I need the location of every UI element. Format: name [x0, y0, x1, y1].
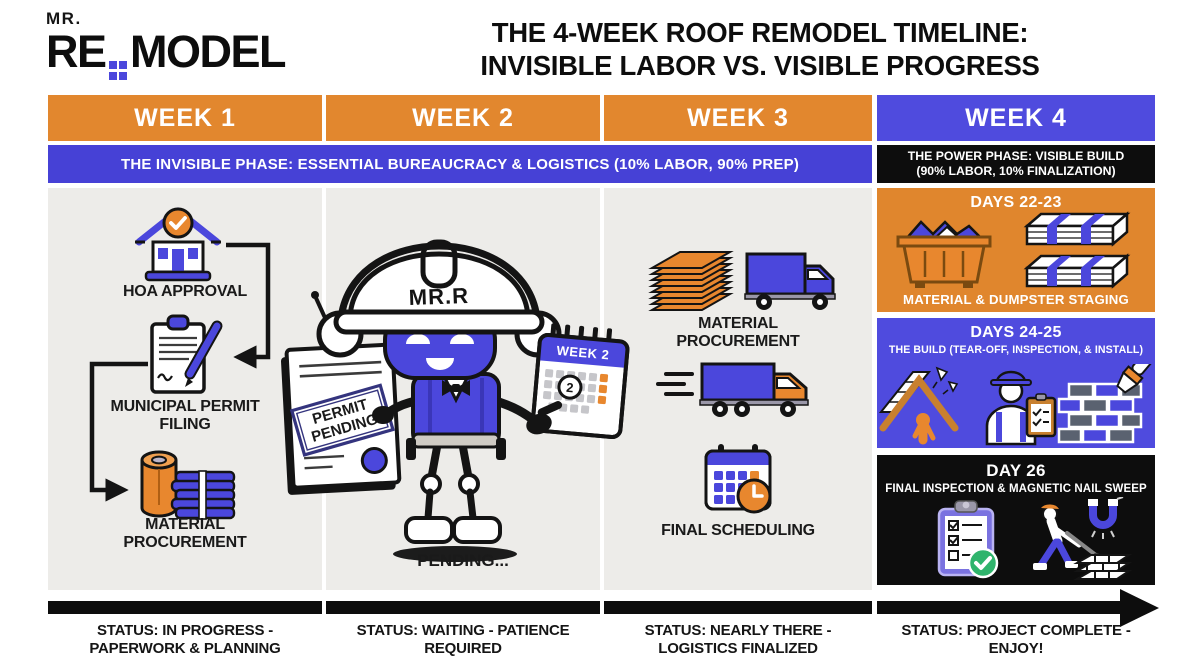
material-procurement-label-w1: MATERIAL PROCUREMENT	[123, 516, 247, 551]
sheet-stack-icon	[648, 251, 734, 311]
pending-caption: PENDING...	[417, 551, 509, 570]
status-week3: STATUS: NEARLY THERE - LOGISTICS FINALIZ…	[644, 622, 832, 657]
roof-tearoff-icon	[878, 366, 959, 445]
dumpster-icon	[896, 220, 992, 288]
week1-header: WEEK 1	[48, 95, 322, 141]
status-week2: STATUS: WAITING - PATIENCE REQUIRED	[356, 622, 570, 657]
timeline-bar-week2	[326, 601, 600, 614]
brand-mr: MR.	[46, 9, 82, 28]
title-line1: THE 4-WEEK ROOF REMODEL TIMELINE:	[491, 17, 1029, 48]
staging-box: DAYS 22-23	[877, 188, 1155, 312]
material-roll-icon	[140, 450, 236, 520]
delivery-truck-icon	[656, 362, 809, 417]
final-day: DAY 26	[986, 461, 1046, 480]
calendar-clock-icon	[704, 444, 772, 514]
mascot-legs	[404, 438, 502, 544]
inspector-icon	[985, 370, 1057, 446]
week3-header: WEEK 3	[604, 95, 872, 141]
timeline-bar-week3	[604, 601, 872, 614]
staging-days: DAYS 22-23	[970, 194, 1062, 211]
mascot-pointing-hand	[526, 401, 563, 435]
box-truck-icon	[744, 252, 836, 310]
brand-logo: MR. RE MODEL	[46, 9, 287, 80]
brick-install-icon	[1057, 364, 1154, 444]
hoa-approval-label: HOA APPROVAL	[122, 283, 248, 300]
status-week1: STATUS: IN PROGRESS - PAPERWORK & PLANNI…	[89, 622, 281, 657]
mascot-head: MR.R	[311, 239, 562, 380]
title-line2: INVISIBLE LABOR VS. VISIBLE PROGRESS	[480, 50, 1040, 81]
mascot-vest	[406, 372, 506, 460]
sweeping-worker	[1033, 504, 1111, 570]
flow-arrow-icon	[226, 242, 271, 369]
calendar-title: WEEK 2	[556, 343, 610, 363]
arrow-right-icon	[1120, 589, 1159, 627]
mascot-left-hand	[372, 406, 394, 424]
permit-clipboard-icon	[150, 314, 223, 394]
inspection-checklist-icon	[937, 500, 999, 579]
week1-flow-diagram	[89, 207, 271, 520]
power-phase-banner: THE POWER PHASE: VISIBLE BUILD (90% LABO…	[877, 145, 1155, 183]
mascot-robot-icon: PERMIT PENDING	[280, 239, 630, 562]
build-icons	[878, 364, 1154, 446]
mascot-shadow	[393, 546, 517, 562]
magnetic-sweep-icon	[1033, 497, 1133, 580]
page-title: THE 4-WEEK ROOF REMODEL TIMELINE: INVISI…	[340, 16, 1180, 82]
status-week4: STATUS: PROJECT COMPLETE - ENJOY!	[901, 622, 1131, 657]
power-phase-line2: (90% LABOR, 10% FINALIZATION)	[916, 164, 1116, 178]
brand-name: RE MODEL	[46, 26, 287, 80]
week2-header: WEEK 2	[326, 95, 600, 141]
brand-model: MODEL	[130, 26, 287, 77]
final-subtitle: FINAL INSPECTION & MAGNETIC NAIL SWEEP	[885, 483, 1147, 495]
invisible-phase-banner: THE INVISIBLE PHASE: ESSENTIAL BUREAUCRA…	[48, 145, 872, 183]
final-scheduling-label: FINAL SCHEDULING	[661, 522, 815, 539]
week4-header: WEEK 4	[877, 95, 1155, 141]
timeline-bar-week1	[48, 601, 322, 614]
final-box: DAY 26 FINAL INSPECTION & MAGNETIC NAIL …	[877, 455, 1155, 585]
house-approved-icon	[135, 207, 221, 282]
magnet-icon	[1088, 497, 1124, 539]
calendar-day: 2	[566, 380, 575, 396]
timeline-bar-week4	[877, 601, 1121, 614]
build-box: DAYS 24-25 THE BUILD (TEAR-OFF, INSPECTI…	[877, 318, 1155, 448]
flow-arrow-icon	[89, 361, 148, 502]
material-procurement-label-w3: MATERIAL PROCUREMENT	[676, 315, 800, 350]
power-phase-line1: THE POWER PHASE: VISIBLE BUILD	[907, 148, 1125, 163]
brand-re: RE	[46, 26, 107, 77]
build-subtitle: THE BUILD (TEAR-OFF, INSPECTION, & INSTA…	[888, 344, 1144, 356]
permit-pending-document-icon: PERMIT PENDING	[280, 342, 402, 495]
helmet-text: MR.R	[408, 283, 469, 310]
week2-calendar-icon: WEEK 2 2	[530, 323, 630, 439]
window-icon	[108, 61, 128, 80]
staging-caption: MATERIAL & DUMPSTER STAGING	[903, 292, 1129, 307]
municipal-permit-label: MUNICIPAL PERMIT FILING	[110, 398, 260, 433]
build-days: DAYS 24-25	[970, 324, 1062, 341]
shingle-bundles-icon	[1023, 211, 1131, 289]
shingle-path	[1073, 554, 1133, 580]
